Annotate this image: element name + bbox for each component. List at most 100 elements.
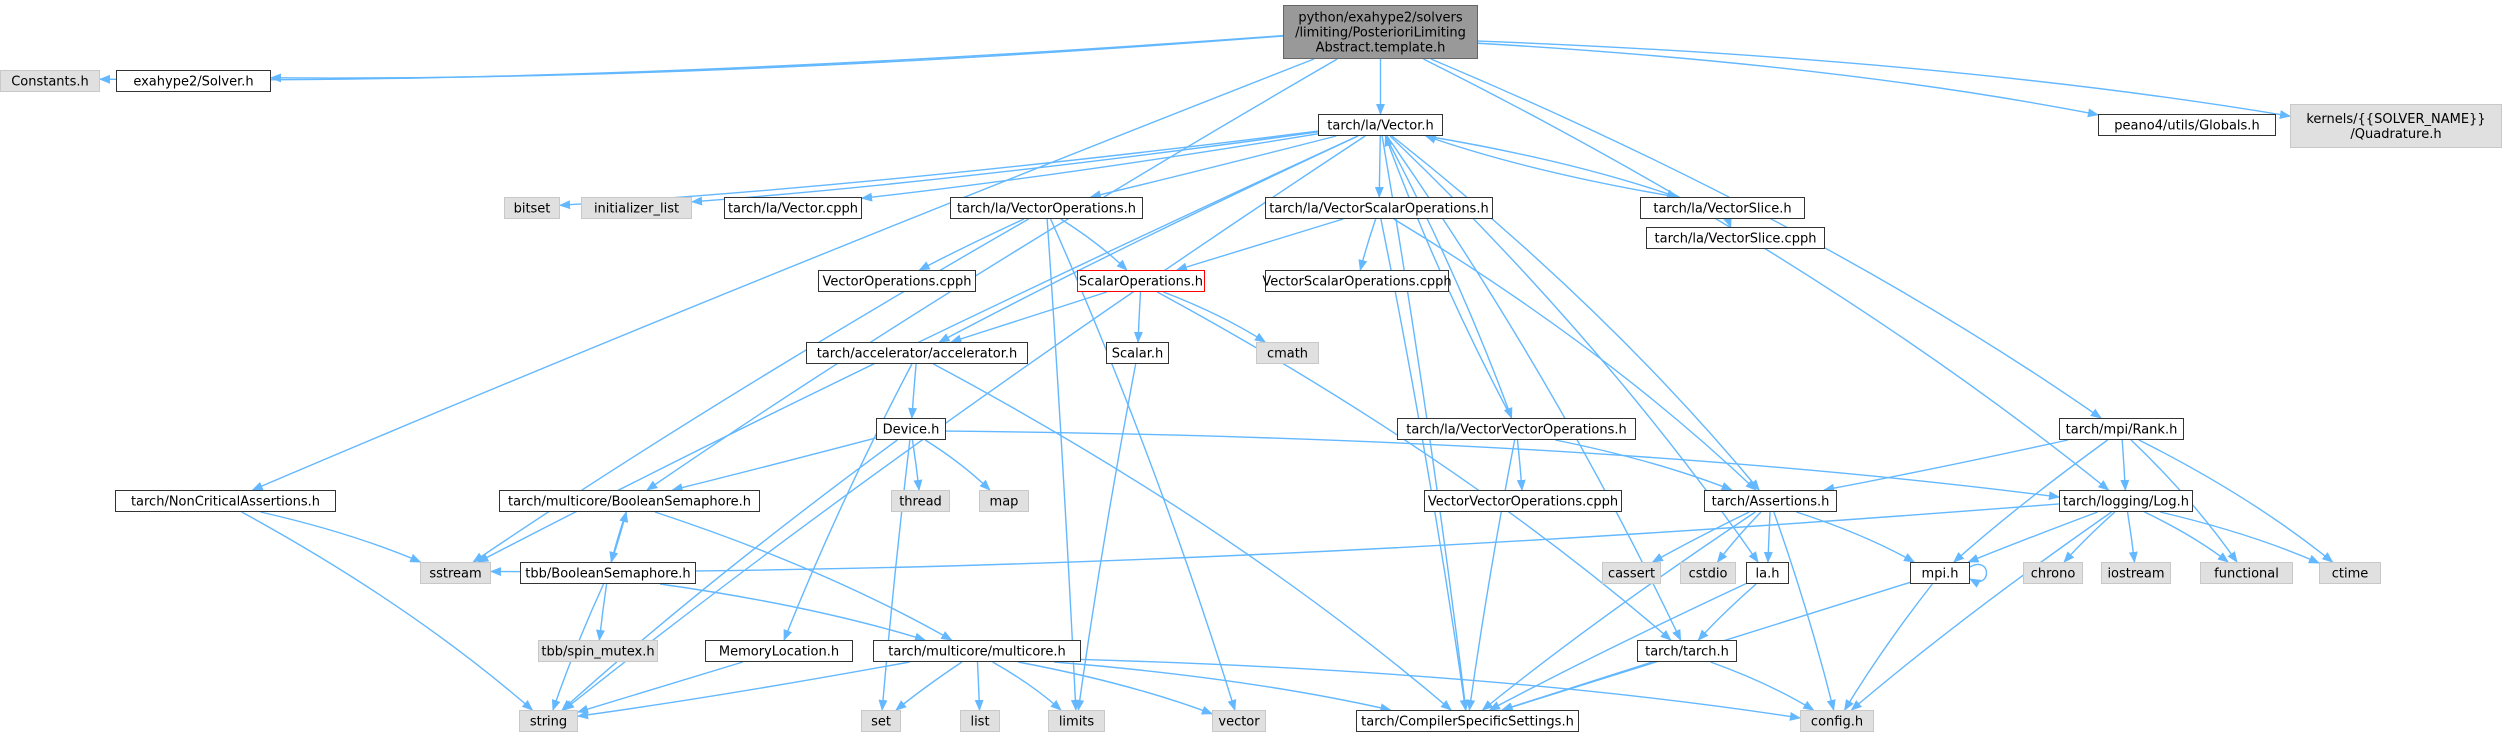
node-box bbox=[950, 197, 1143, 219]
node-label: exahype2/Solver.h bbox=[133, 75, 253, 90]
edge-vecslice-to-vecslicecpph bbox=[1723, 216, 1732, 229]
node-box bbox=[504, 197, 560, 219]
node-label: map bbox=[990, 495, 1019, 510]
node-box bbox=[1077, 270, 1205, 292]
edge-vecscalops-to-compiler bbox=[1380, 218, 1469, 712]
node-map: map bbox=[979, 490, 1029, 512]
node-box bbox=[1704, 490, 1837, 512]
edge-tarchh-to-compiler bbox=[1500, 661, 1653, 712]
node-sstream: sstream bbox=[420, 562, 491, 584]
node-label: initializer_list bbox=[594, 202, 679, 217]
node-quadrature: kernels/{{SOLVER_NAME}}/Quadrature.h bbox=[2290, 104, 2502, 148]
node-box bbox=[1637, 640, 1737, 662]
node-vecvecops[interactable]: tarch/la/VectorVectorOperations.h bbox=[1397, 418, 1636, 440]
node-chrono: chrono bbox=[2023, 562, 2083, 584]
node-label: tarch/tarch.h bbox=[1645, 645, 1729, 660]
node-box bbox=[116, 70, 271, 92]
edge-accel-to-memloc bbox=[783, 363, 913, 642]
node-device[interactable]: Device.h bbox=[876, 418, 946, 440]
node-lah[interactable]: la.h bbox=[1746, 562, 1789, 584]
node-boolsem[interactable]: tarch/multicore/BooleanSemaphore.h bbox=[499, 490, 760, 512]
node-cstdio: cstdio bbox=[1680, 562, 1736, 584]
node-mpih[interactable]: mpi.h bbox=[1910, 562, 1970, 584]
node-box bbox=[2101, 562, 2171, 584]
node-label: tbb/spin_mutex.h bbox=[541, 645, 654, 660]
edge-log-to-functional bbox=[2144, 511, 2229, 563]
node-functional: functional bbox=[2200, 562, 2293, 584]
edge-assertions-to-compiler bbox=[1481, 511, 1756, 711]
node-assertions[interactable]: tarch/Assertions.h bbox=[1704, 490, 1837, 512]
node-root[interactable]: python/exahype2/solvers/limiting/Posteri… bbox=[1283, 5, 1478, 59]
node-rank[interactable]: tarch/mpi/Rank.h bbox=[2059, 418, 2184, 440]
node-scalar[interactable]: Scalar.h bbox=[1106, 342, 1169, 364]
edge-root-to-log bbox=[1423, 58, 2110, 491]
node-box bbox=[2319, 562, 2381, 584]
node-accel[interactable]: tarch/accelerator/accelerator.h bbox=[806, 342, 1028, 364]
node-label: /Quadrature.h bbox=[2350, 127, 2441, 142]
node-label: VectorVectorOperations.cpph bbox=[1428, 495, 1618, 510]
edge-scalarops-to-tarchh bbox=[1156, 291, 1672, 641]
edge-rank-to-log bbox=[2120, 439, 2130, 492]
node-memloc[interactable]: MemoryLocation.h bbox=[705, 640, 853, 662]
nodes-layer: python/exahype2/solvers/limiting/Posteri… bbox=[0, 5, 2502, 732]
node-noncrit[interactable]: tarch/NonCriticalAssertions.h bbox=[115, 490, 336, 512]
node-box bbox=[0, 70, 100, 92]
node-label: peano4/utils/Globals.h bbox=[2114, 119, 2259, 134]
node-box bbox=[1265, 197, 1493, 219]
node-label: sstream bbox=[429, 567, 481, 582]
edge-device-to-set bbox=[878, 439, 911, 712]
edge-vecvecops-to-compiler bbox=[1466, 439, 1516, 712]
node-label: Abstract.template.h bbox=[1316, 41, 1446, 56]
node-label: bitset bbox=[514, 202, 551, 217]
node-label: tarch/CompilerSpecificSettings.h bbox=[1361, 715, 1574, 730]
node-solver[interactable]: exahype2/Solver.h bbox=[116, 70, 271, 92]
node-vecscalopscpph[interactable]: VectorScalarOperations.cpph bbox=[1262, 270, 1452, 292]
node-box bbox=[115, 490, 336, 512]
node-box bbox=[1680, 562, 1736, 584]
edge-assertions-to-cassert bbox=[1651, 511, 1750, 563]
node-vecslicecpph[interactable]: tarch/la/VectorSlice.cpph bbox=[1646, 227, 1825, 249]
node-scalarops[interactable]: ScalarOperations.h bbox=[1077, 270, 1205, 292]
node-multicore[interactable]: tarch/multicore/multicore.h bbox=[873, 640, 1081, 662]
node-iostream: iostream bbox=[2101, 562, 2171, 584]
node-vecopscpph[interactable]: VectorOperations.cpph bbox=[818, 270, 976, 292]
node-tarchh[interactable]: tarch/tarch.h bbox=[1637, 640, 1737, 662]
node-box bbox=[1640, 197, 1805, 219]
node-box bbox=[1800, 710, 1874, 732]
node-label: tarch/la/VectorVectorOperations.h bbox=[1406, 423, 1627, 438]
node-label: Device.h bbox=[883, 423, 940, 438]
edge-vecscalops-to-vecscalopscpph bbox=[1358, 218, 1377, 272]
edge-scalarops-to-accel bbox=[950, 291, 1107, 344]
node-box bbox=[876, 418, 946, 440]
edge-scalarops-to-scalar bbox=[1133, 291, 1143, 344]
node-label: mpi.h bbox=[1922, 567, 1959, 582]
edge-multicore-to-compiler bbox=[1054, 661, 1392, 713]
node-globals[interactable]: peano4/utils/Globals.h bbox=[2098, 114, 2276, 136]
node-box bbox=[499, 490, 760, 512]
node-vecops[interactable]: tarch/la/VectorOperations.h bbox=[950, 197, 1143, 219]
node-box bbox=[724, 197, 862, 219]
node-box bbox=[861, 710, 901, 732]
node-tbbboolsem[interactable]: tbb/BooleanSemaphore.h bbox=[520, 562, 696, 584]
node-vector[interactable]: tarch/la/Vector.h bbox=[1318, 114, 1443, 136]
edge-device-to-log bbox=[945, 430, 2061, 501]
node-vecslice[interactable]: tarch/la/VectorSlice.h bbox=[1640, 197, 1805, 219]
node-box bbox=[420, 562, 491, 584]
node-label: tarch/logging/Log.h bbox=[2063, 495, 2189, 510]
node-box bbox=[1212, 710, 1266, 732]
node-thread: thread bbox=[891, 490, 950, 512]
node-vecscalops[interactable]: tarch/la/VectorScalarOperations.h bbox=[1265, 197, 1493, 219]
node-log[interactable]: tarch/logging/Log.h bbox=[2059, 490, 2193, 512]
node-label: chrono bbox=[2031, 567, 2076, 582]
node-vectorcpph[interactable]: tarch/la/Vector.cpph bbox=[724, 197, 862, 219]
node-compiler[interactable]: tarch/CompilerSpecificSettings.h bbox=[1356, 710, 1579, 732]
node-label: ScalarOperations.h bbox=[1079, 275, 1203, 290]
node-box bbox=[2023, 562, 2083, 584]
node-vecvecopscpph[interactable]: VectorVectorOperations.cpph bbox=[1424, 490, 1622, 512]
node-set: set bbox=[861, 710, 901, 732]
node-box bbox=[891, 490, 950, 512]
node-initlist: initializer_list bbox=[581, 197, 692, 219]
edge-root-to-boolsem bbox=[646, 58, 1338, 491]
node-label: tarch/la/VectorOperations.h bbox=[957, 202, 1136, 217]
